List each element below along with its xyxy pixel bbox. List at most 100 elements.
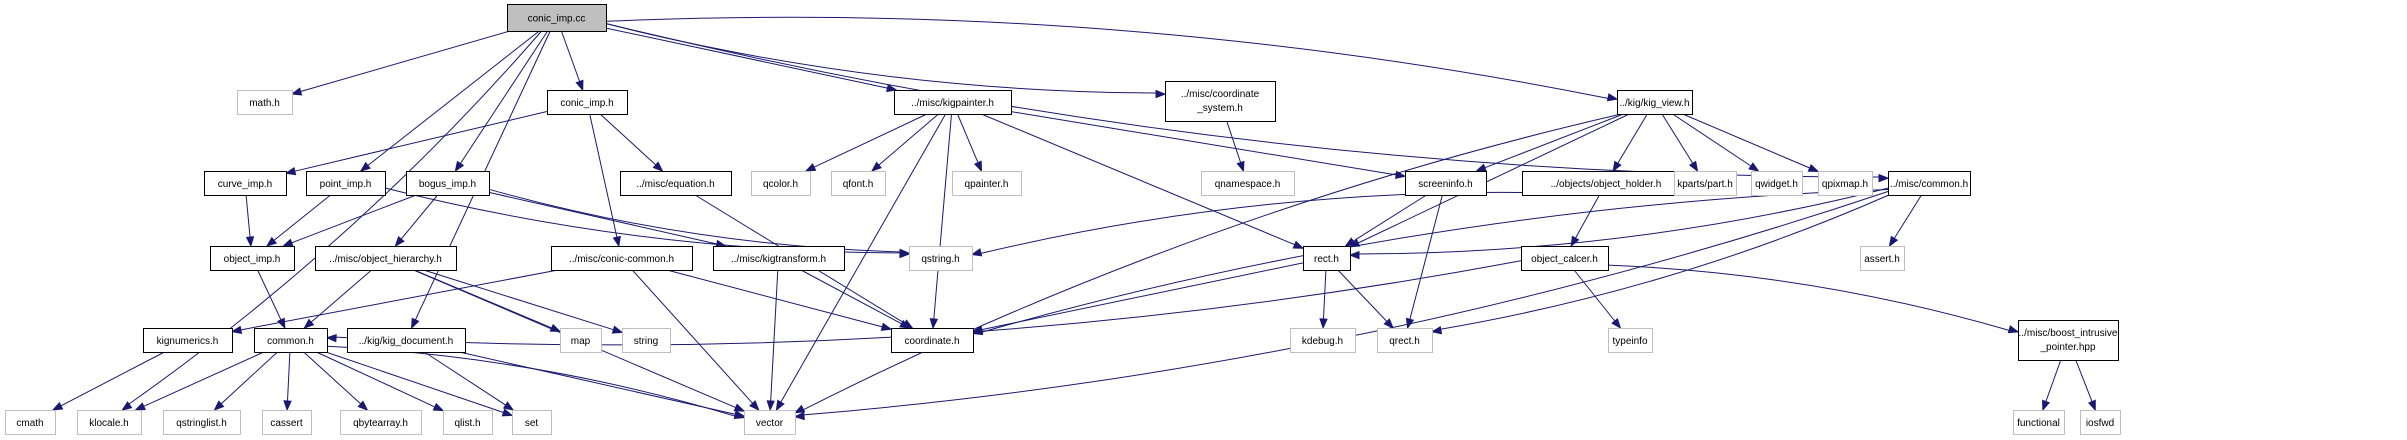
edge-line bbox=[143, 351, 265, 407]
node-box[interactable] bbox=[1521, 246, 1609, 271]
node-label: ../misc/conic-common.h bbox=[569, 254, 674, 265]
node-box bbox=[77, 410, 142, 435]
node-kig-document-h[interactable]: ../kig/kig_document.h bbox=[347, 328, 466, 353]
node-conic-common-h[interactable]: ../misc/conic-common.h bbox=[551, 246, 693, 271]
node-label: ../misc/kigpainter.h bbox=[911, 98, 994, 109]
edge-line bbox=[1440, 194, 1890, 330]
edge-bogus-imp-h-to-kigtransform-h bbox=[488, 191, 727, 249]
node-boost-intrusive-pointer-hpp[interactable]: ../misc/boost_intrusive_pointer.hpp bbox=[2018, 320, 2119, 361]
edge-common-h-to-vector bbox=[326, 345, 746, 419]
node-coordinate-h[interactable]: coordinate.h bbox=[891, 328, 974, 353]
node-box[interactable] bbox=[547, 90, 628, 115]
node-box[interactable] bbox=[1405, 171, 1487, 196]
node-box[interactable] bbox=[1303, 246, 1351, 271]
node-kignumerics-h[interactable]: kignumerics.h bbox=[143, 328, 233, 353]
node-box[interactable] bbox=[210, 246, 295, 271]
node-box[interactable] bbox=[1888, 171, 1971, 196]
node-box bbox=[1860, 246, 1905, 271]
arrowhead-icon bbox=[454, 160, 465, 173]
arrowhead-icon bbox=[1344, 237, 1356, 247]
node-object-hierarchy-h[interactable]: ../misc/object_hierarchy.h bbox=[315, 246, 457, 271]
node-box[interactable] bbox=[2018, 320, 2119, 361]
node-label: qnamespace.h bbox=[1215, 179, 1281, 190]
node-curve-imp-h[interactable]: curve_imp.h bbox=[204, 171, 287, 196]
node-box[interactable] bbox=[306, 171, 386, 196]
arrowhead-icon bbox=[652, 161, 664, 172]
node-box[interactable] bbox=[551, 246, 693, 271]
node-coordinate-system-h[interactable]: ../misc/coordinate_system.h bbox=[1165, 81, 1276, 122]
arrowhead-icon bbox=[265, 236, 278, 247]
arrowhead-icon bbox=[970, 248, 983, 257]
node-box[interactable] bbox=[1617, 90, 1693, 115]
edge-rect-h-to-kdebug-h bbox=[1319, 269, 1328, 330]
node-common-h[interactable]: common.h bbox=[254, 328, 328, 353]
node-label: conic_imp.h bbox=[560, 98, 613, 109]
node-box bbox=[1751, 171, 1803, 196]
node-kig-view-h[interactable]: ../kig/kig_view.h bbox=[1617, 90, 1693, 115]
node-label: qwidget.h bbox=[1755, 179, 1798, 190]
node-box bbox=[751, 171, 811, 196]
node-conic-imp-cc[interactable]: conic_imp.cc bbox=[507, 4, 607, 32]
node-kigtransform-h[interactable]: ../misc/kigtransform.h bbox=[713, 246, 845, 271]
node-box[interactable] bbox=[204, 171, 287, 196]
node-rect-h[interactable]: rect.h bbox=[1303, 246, 1351, 271]
node-box[interactable] bbox=[507, 4, 607, 32]
node-bogus-imp-h[interactable]: bogus_imp.h bbox=[406, 171, 490, 196]
edge-common-h-to-klocale-h bbox=[134, 351, 265, 411]
node-object-calcer-h[interactable]: object_calcer.h bbox=[1521, 246, 1609, 271]
node-box[interactable] bbox=[406, 171, 490, 196]
edge-line bbox=[1337, 269, 1388, 322]
node-qwidget-h: qwidget.h bbox=[1751, 171, 1803, 196]
arrowhead-icon bbox=[611, 325, 624, 334]
edge-boost-intrusive-pointer-hpp-to-iosfwd bbox=[2075, 359, 2096, 412]
node-typeinfo: typeinfo bbox=[1608, 328, 1653, 353]
node-box[interactable] bbox=[713, 246, 845, 271]
node-qstringlist-h: qstringlist.h bbox=[163, 410, 241, 435]
edge-line bbox=[273, 194, 331, 241]
node-screeninfo-h[interactable]: screeninfo.h bbox=[1405, 171, 1487, 196]
edge-object-calcer-h-to-typeinfo bbox=[1573, 269, 1622, 330]
node-object-imp-h[interactable]: object_imp.h bbox=[210, 246, 295, 271]
edge-line bbox=[488, 191, 717, 245]
edge-line bbox=[1575, 194, 1600, 239]
node-label: math.h bbox=[249, 98, 280, 109]
arrowhead-icon bbox=[612, 235, 621, 248]
node-box[interactable] bbox=[347, 328, 466, 353]
edge-line bbox=[981, 113, 1295, 246]
arrowhead-icon bbox=[575, 79, 584, 92]
edge-misc-common-h-to-vector bbox=[793, 191, 1889, 421]
node-box bbox=[2013, 410, 2065, 435]
node-label: qfont.h bbox=[843, 179, 874, 190]
node-object-holder-h[interactable]: ../objects/object_holder.h bbox=[1522, 171, 1691, 196]
node-box[interactable] bbox=[315, 246, 457, 271]
edge-kigpainter-h-to-coordinate-h bbox=[929, 113, 952, 330]
node-box[interactable] bbox=[1165, 81, 1276, 122]
node-box bbox=[744, 410, 796, 435]
edge-kig-view-h-to-screeninfo-h bbox=[1475, 113, 1624, 172]
edge-line bbox=[1607, 264, 2010, 331]
edge-line bbox=[1484, 113, 1624, 169]
node-conic-imp-h[interactable]: conic_imp.h bbox=[547, 90, 628, 115]
node-box[interactable] bbox=[1522, 171, 1691, 196]
node-cassert: cassert bbox=[262, 410, 312, 435]
node-box[interactable] bbox=[894, 90, 1012, 115]
node-equation-h[interactable]: ../misc/equation.h bbox=[620, 171, 732, 196]
arrowhead-icon bbox=[929, 318, 939, 330]
node-box[interactable] bbox=[254, 328, 328, 353]
edge-kigpainter-h-to-rect-h bbox=[981, 113, 1305, 249]
edge-line bbox=[589, 113, 618, 238]
node-misc-common-h[interactable]: ../misc/common.h bbox=[1888, 171, 1971, 196]
node-box[interactable] bbox=[891, 328, 974, 353]
node-box[interactable] bbox=[143, 328, 233, 353]
edge-line bbox=[240, 269, 559, 331]
edge-line bbox=[813, 113, 928, 168]
node-kigpainter-h[interactable]: ../misc/kigpainter.h bbox=[894, 90, 1012, 115]
edge-line bbox=[666, 269, 883, 328]
node-box[interactable] bbox=[620, 171, 732, 196]
node-box bbox=[262, 410, 312, 435]
node-label: ../misc/equation.h bbox=[636, 179, 714, 190]
node-label: ../misc/object_hierarchy.h bbox=[329, 254, 442, 265]
edge-common-h-to-cassert bbox=[283, 351, 292, 412]
node-point-imp-h[interactable]: point_imp.h bbox=[306, 171, 386, 196]
arrowhead-icon bbox=[134, 402, 146, 411]
